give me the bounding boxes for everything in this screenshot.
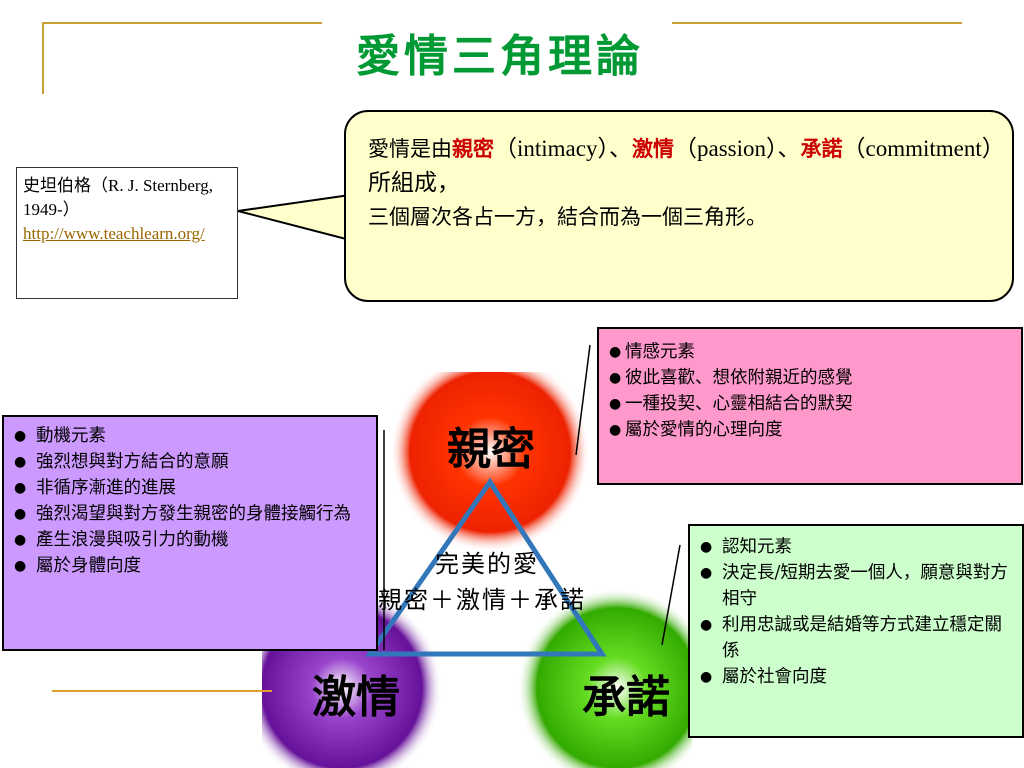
bubble-tail: [238, 195, 350, 240]
term-intimacy: 親密: [452, 136, 494, 161]
left-accent-rule: [42, 22, 44, 94]
definition-bubble: 愛情是由親密（intimacy）、激情（passion）、承諾（commitme…: [344, 110, 1014, 302]
page-title: 愛情三角理論: [356, 31, 644, 82]
intimacy-circle: [390, 372, 590, 552]
list-item: 屬於愛情的心理向度: [609, 417, 1015, 443]
intimacy-pointer-line: [575, 344, 591, 456]
citation-text: 史坦伯格（R. J. Sternberg, 1949-）: [23, 176, 213, 219]
bubble-text-intimacy-en: （intimacy）、: [494, 136, 632, 161]
commitment-circle: [517, 588, 692, 768]
list-item: 屬於社會向度: [700, 664, 1016, 690]
term-passion: 激情: [631, 136, 674, 161]
bubble-text-commitment-en: （commitment）所組成，: [368, 136, 994, 195]
list-item: 強烈想與對方結合的意願: [14, 449, 370, 475]
passion-label: 激情: [312, 672, 400, 723]
list-item: 動機元素: [14, 423, 370, 449]
list-item: 彼此喜歡、想依附親近的感覺: [609, 365, 1015, 391]
list-item: 認知元素: [700, 534, 1016, 560]
top-rule-right: [672, 22, 962, 24]
list-item: 產生浪漫與吸引力的動機: [14, 527, 370, 553]
commitment-label: 承諾: [582, 672, 670, 723]
list-item: 屬於身體向度: [14, 553, 370, 579]
bubble-tail-edge-bottom: [237, 210, 351, 241]
triangle-shape: [365, 477, 607, 657]
list-item: 決定長/短期去愛一個人，願意與對方相守: [700, 560, 1016, 612]
list-item: 非循序漸進的進展: [14, 475, 370, 501]
list-item: 情感元素: [609, 339, 1015, 365]
passion-description-box: 動機元素 強烈想與對方結合的意願 非循序漸進的進展 強烈渴望與對方發生親密的身體…: [2, 415, 378, 651]
term-commitment: 承諾: [800, 136, 843, 161]
list-item: 強烈渴望與對方發生親密的身體接觸行為: [14, 501, 370, 527]
intimacy-label: 親密: [447, 424, 535, 475]
perfect-love-label: 完美的愛: [435, 550, 539, 578]
citation-link[interactable]: http://www.teachlearn.org/: [23, 224, 205, 243]
top-rule-left: [42, 22, 322, 24]
list-item: 利用忠誠或是結婚等方式建立穩定關係: [700, 612, 1016, 664]
citation-box: 史坦伯格（R. J. Sternberg, 1949-） http://www.…: [16, 167, 238, 299]
commitment-description-box: 認知元素 決定長/短期去愛一個人，願意與對方相守 利用忠誠或是結婚等方式建立穩定…: [688, 524, 1024, 738]
bubble-tail-edge-top: [237, 194, 351, 212]
list-item: 一種投契、心靈相結合的默契: [609, 391, 1015, 417]
bubble-text-passion-en: （passion）、: [673, 136, 801, 161]
commitment-pointer-line: [661, 544, 681, 646]
bottom-rule-left: [52, 690, 272, 692]
bubble-text-2: 三個層次各占一方，結合而為一個三角形。: [368, 205, 767, 229]
bubble-text-1: 愛情是由: [368, 137, 452, 161]
love-triangle-diagram: 親密 激情 承諾 完美的愛 親密＋激情＋承諾: [262, 372, 692, 768]
intimacy-description-box: 情感元素 彼此喜歡、想依附親近的感覺 一種投契、心靈相結合的默契 屬於愛情的心理…: [597, 327, 1023, 485]
formula-label: 親密＋激情＋承諾: [378, 586, 586, 614]
